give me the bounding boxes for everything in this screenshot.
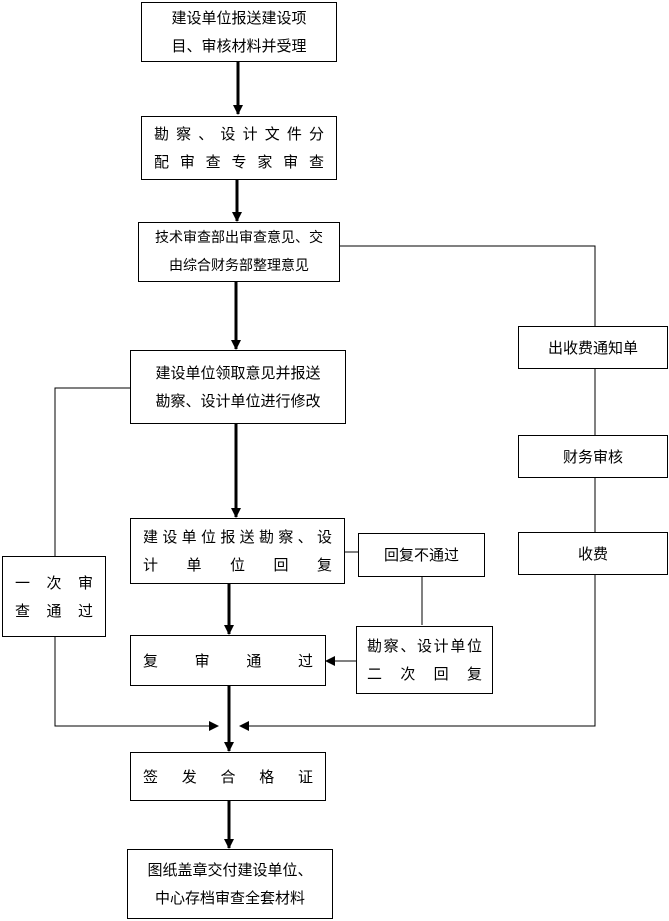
step-assign-experts-line1: 勘察、设计文件分 bbox=[154, 125, 324, 143]
side-second-reply: 勘察、设计单位 二次回复 bbox=[356, 626, 493, 694]
side-fee-notice: 出收费通知单 bbox=[518, 326, 668, 369]
side-finance-review: 财务审核 bbox=[518, 435, 668, 478]
step-stamp-archive: 图纸盖章交付建设单位、 中心存档审查全套材料 bbox=[127, 849, 333, 919]
step-issue-certificate-label: 签发合格证 bbox=[143, 767, 313, 786]
step-collect-opinion-line1: 建设单位领取意见并报送 bbox=[155, 364, 321, 382]
step-review-opinion: 技术审查部出审查意见、交 由综合财务部整理意见 bbox=[138, 222, 340, 282]
step-submit-reply-line2: 计单位回复 bbox=[143, 556, 332, 574]
side-first-pass-line1: 一次审 bbox=[15, 573, 93, 592]
side-reply-fail-label: 回复不通过 bbox=[383, 546, 459, 564]
step-submit-project-line1: 建设单位报送建设项 bbox=[171, 9, 307, 27]
side-fee-collect-label: 收费 bbox=[577, 544, 608, 563]
side-fee-notice-label: 出收费通知单 bbox=[547, 338, 638, 357]
side-fee-collect: 收费 bbox=[518, 532, 668, 575]
step-submit-project: 建设单位报送建设项 目、审核材料并受理 bbox=[141, 2, 337, 62]
connector-collect-merge bbox=[239, 575, 596, 731]
step-recheck-passed-label: 复审通过 bbox=[143, 651, 313, 670]
step-submit-project-line2: 目、审核材料并受理 bbox=[171, 37, 307, 55]
side-reply-fail: 回复不通过 bbox=[358, 533, 485, 577]
step-collect-opinion-line2: 勘察、设计单位进行修改 bbox=[155, 392, 321, 410]
step-submit-reply: 建设单位报送勘察、设 计单位回复 bbox=[130, 518, 345, 584]
step-assign-experts-line2: 配审查专家审查 bbox=[154, 153, 324, 171]
side-second-reply-line1: 勘察、设计单位 bbox=[367, 637, 482, 655]
step-assign-experts: 勘察、设计文件分 配审查专家审查 bbox=[141, 116, 337, 180]
connector-step3-fee bbox=[340, 245, 596, 326]
side-first-pass: 一次审 查通过 bbox=[2, 556, 106, 637]
step-stamp-archive-line1: 图纸盖章交付建设单位、 bbox=[147, 861, 313, 879]
step-collect-opinion: 建设单位领取意见并报送 勘察、设计单位进行修改 bbox=[130, 350, 346, 424]
connector-step4-firstpass bbox=[54, 387, 130, 556]
step-stamp-archive-line2: 中心存档审查全套材料 bbox=[154, 889, 305, 907]
step-submit-reply-line1: 建设单位报送勘察、设 bbox=[143, 528, 332, 546]
side-finance-review-label: 财务审核 bbox=[562, 447, 623, 466]
side-first-pass-line2: 查通过 bbox=[15, 601, 93, 620]
step-review-opinion-line1: 技术审查部出审查意见、交 bbox=[155, 230, 323, 246]
step-issue-certificate: 签发合格证 bbox=[130, 752, 326, 801]
side-second-reply-line2: 二次回复 bbox=[367, 665, 482, 683]
step-review-opinion-line2: 由综合财务部整理意见 bbox=[169, 258, 309, 274]
step-recheck-passed: 复审通过 bbox=[130, 635, 326, 686]
connector-firstpass-merge bbox=[54, 637, 219, 731]
